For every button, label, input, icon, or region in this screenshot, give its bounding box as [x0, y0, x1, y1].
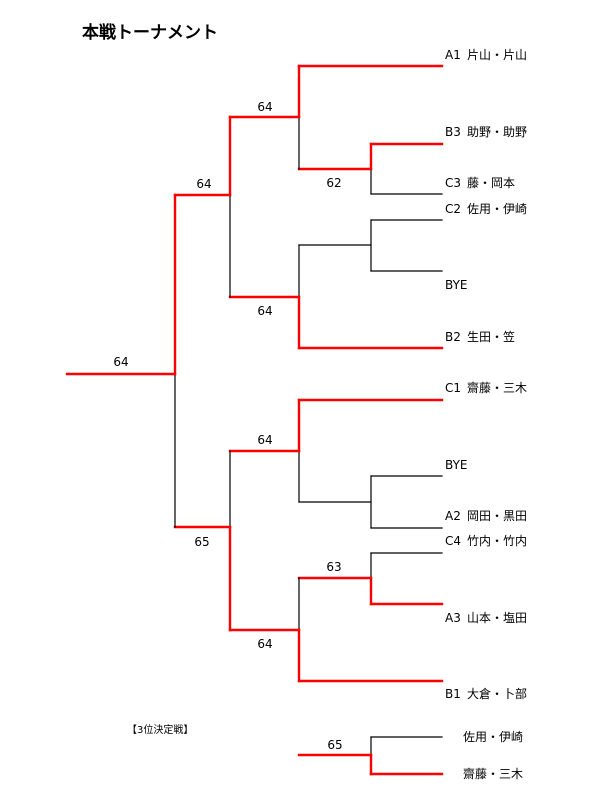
entry-c3: C3 藤・岡本 — [445, 176, 515, 190]
entry-seed: B1 — [445, 687, 461, 701]
page-title: 本戦トーナメント — [82, 23, 218, 43]
entry-seed: A3 — [445, 611, 461, 625]
entry-bye-1: BYE — [445, 278, 468, 292]
entry-b2: B2 生田・笠 — [445, 330, 515, 344]
entry-name: 大倉・卜部 — [467, 687, 528, 701]
entry-c2: C2 佐用・伊崎 — [445, 202, 527, 216]
entry-c4: C4 竹内・竹内 — [445, 534, 527, 548]
entry-seed: C4 — [445, 534, 462, 548]
score-semifinal-bottom: 65 — [194, 535, 210, 549]
entry-seed: C3 — [445, 176, 462, 190]
entry-a2: A2 岡田・黒田 — [445, 509, 527, 523]
entry-bye-2: BYE — [445, 458, 468, 472]
entry-name: 山本・塩田 — [467, 611, 528, 625]
entry-name: 齋藤・三木 — [467, 381, 528, 395]
entry-seed: C1 — [445, 381, 462, 395]
entry-name: BYE — [445, 278, 468, 292]
entry-seed: B2 — [445, 330, 461, 344]
score-r1-b3-c3: 62 — [326, 176, 342, 190]
third-place-label: 【3位決定戦】 — [127, 725, 194, 736]
entry-c1: C1 齋藤・三木 — [445, 381, 527, 395]
score-r1-c4-a3: 63 — [326, 560, 342, 574]
third-place-entry-2: 齋藤・三木 — [463, 767, 524, 781]
score-r2-b1: 64 — [257, 637, 273, 651]
entry-seed: A1 — [445, 48, 461, 62]
entry-seed: C2 — [445, 202, 462, 216]
third-place-entry-1: 佐用・伊崎 — [463, 730, 524, 744]
entry-name: 竹内・竹内 — [467, 534, 528, 548]
score-r2-c1: 64 — [257, 433, 273, 447]
entry-name: 助野・助野 — [467, 125, 528, 139]
entry-name: BYE — [445, 458, 468, 472]
score-final: 64 — [113, 355, 129, 369]
entry-a1: A1 片山・片山 — [445, 48, 527, 62]
score-r2-b2: 64 — [257, 304, 273, 318]
entry-name: 藤・岡本 — [467, 176, 516, 190]
score-r2-a1: 64 — [257, 100, 273, 114]
entry-name: 片山・片山 — [467, 48, 528, 62]
entry-name: 生田・笠 — [467, 330, 516, 344]
entry-b3: B3 助野・助野 — [445, 125, 527, 139]
entry-b1: B1 大倉・卜部 — [445, 687, 527, 701]
entry-name: 岡田・黒田 — [467, 509, 528, 523]
score-semifinal-top: 64 — [196, 177, 212, 191]
entry-name: 佐用・伊崎 — [467, 202, 528, 216]
entry-a3: A3 山本・塩田 — [445, 611, 527, 625]
score-third-place: 65 — [327, 738, 343, 752]
entry-seed: A2 — [445, 509, 461, 523]
entry-seed: B3 — [445, 125, 461, 139]
